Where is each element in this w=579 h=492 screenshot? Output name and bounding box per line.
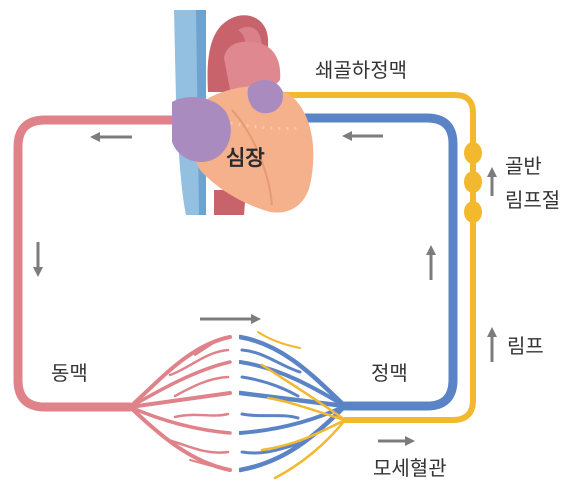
arterial-capillaries <box>130 337 230 470</box>
lymph-node-icon <box>464 142 482 164</box>
pelvic-lymph-node-label-line2: 림프절 <box>505 190 560 210</box>
arrow-icon <box>426 245 436 280</box>
heart-label: 심장 <box>226 148 265 169</box>
arrow-icon <box>200 314 261 324</box>
capillary-divider <box>232 328 239 488</box>
arrow-icon <box>90 132 132 142</box>
capillary-label: 모세혈관 <box>373 458 447 478</box>
capillary-bed <box>130 328 345 488</box>
subclavian-vein-label: 쇄골하정맥 <box>315 60 407 80</box>
heart-illustration <box>172 10 313 215</box>
pelvic-lymph-nodes <box>464 142 482 223</box>
arrow-icon <box>378 436 415 446</box>
arrow-icon <box>33 242 43 277</box>
artery-label: 동맥 <box>51 363 88 383</box>
vein-label: 정맥 <box>371 363 408 383</box>
arrow-icon <box>342 131 383 141</box>
arrow-icon <box>487 167 497 196</box>
artery-vessel <box>18 120 175 407</box>
arrow-icon <box>487 327 497 362</box>
lymph-node-icon <box>464 171 482 193</box>
lymph-node-icon <box>464 201 482 223</box>
lymph-label: 림프 <box>507 336 544 356</box>
pelvic-lymph-node-label-line1: 골반 <box>505 156 542 176</box>
